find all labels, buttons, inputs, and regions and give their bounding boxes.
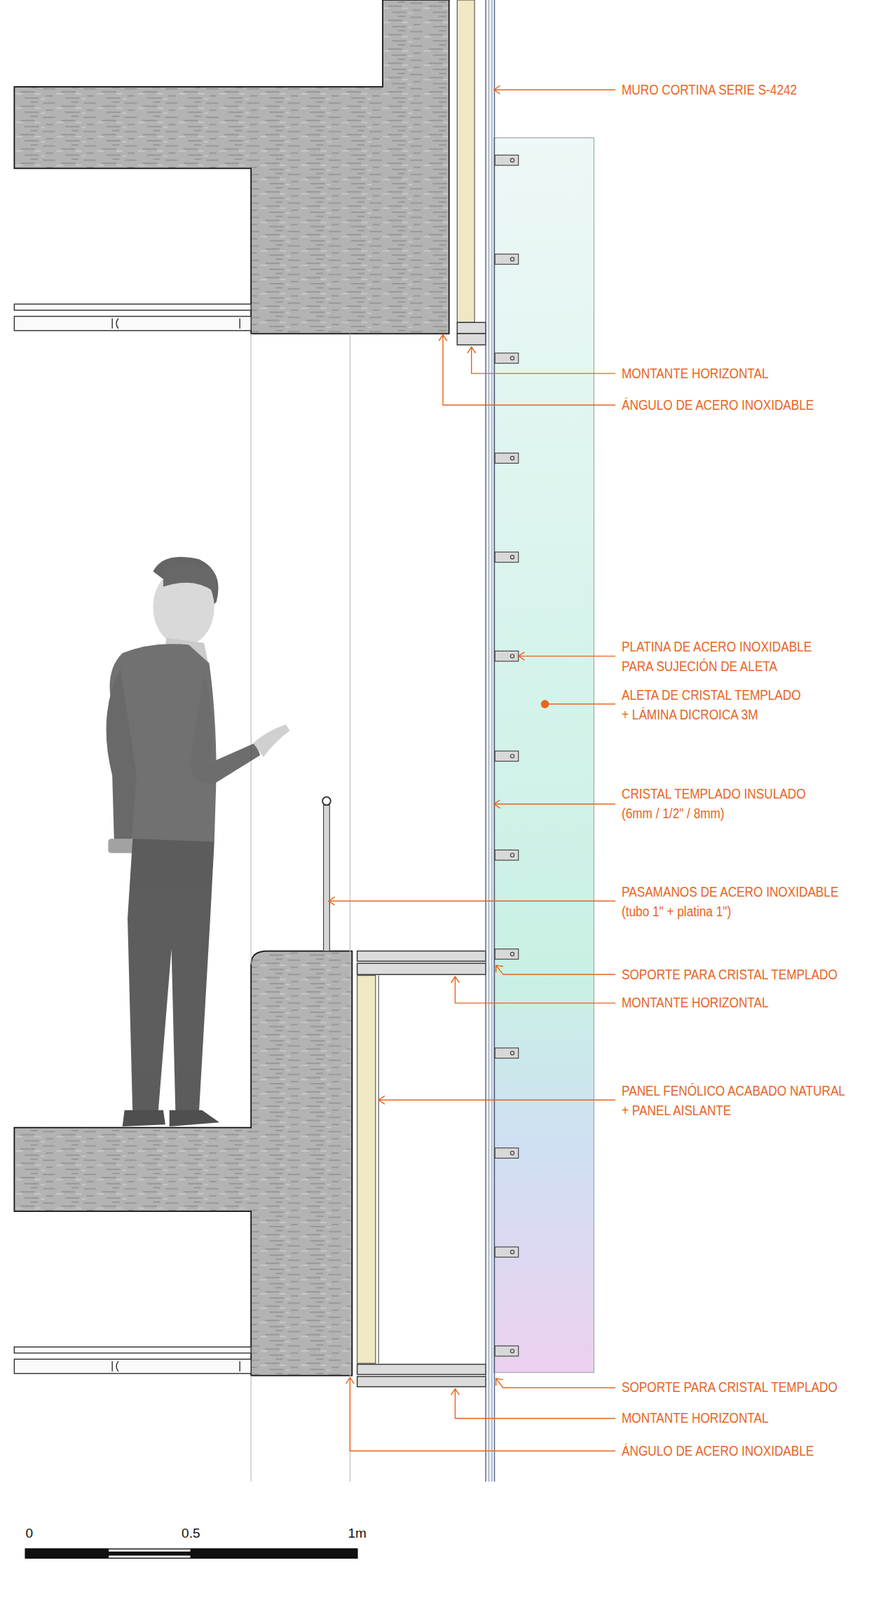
concrete-slab xyxy=(14,0,449,334)
callout-label: MONTANTE HORIZONTAL xyxy=(621,993,769,1013)
callout-label: MONTANTE HORIZONTAL xyxy=(621,1408,769,1429)
horizontal-mullion xyxy=(357,322,486,1388)
callout-label: ÁNGULO DE ACERO INOXIDABLE xyxy=(621,395,814,415)
callout-label: SOPORTE PARA CRISTAL TEMPLADO xyxy=(621,965,838,985)
handrail xyxy=(322,797,331,952)
callout-label: CRISTAL TEMPLADO INSULADO (6mm / 1/2" / … xyxy=(621,784,808,824)
scale-number: 0 xyxy=(25,1525,33,1543)
phenolic-panel xyxy=(357,976,376,1365)
callout-label: PANEL FENÓLICO ACABADO NATURAL + PANEL A… xyxy=(621,1081,847,1121)
guide-line xyxy=(250,333,350,1483)
phenolic-panel xyxy=(378,976,380,1365)
glass-fin xyxy=(494,138,595,1374)
callout-label: SOPORTE PARA CRISTAL TEMPLADO xyxy=(621,1377,838,1398)
callout-label: ALETA DE CRISTAL TEMPLADO + LÁMINA DICRO… xyxy=(621,685,803,725)
person-figure xyxy=(106,557,291,1127)
callout-label: MONTANTE HORIZONTAL xyxy=(621,363,769,384)
steel-plate xyxy=(494,154,518,1357)
callout-label: MURO CORTINA SERIE S-4242 xyxy=(621,79,797,100)
scale-number: 1m xyxy=(347,1525,366,1543)
scale-number: 0.5 xyxy=(181,1525,200,1543)
curtain-wall xyxy=(485,0,495,1483)
leader-dot xyxy=(541,700,550,709)
callout-label: PLATINA DE ACERO INOXIDABLE PARA SUJECIÓ… xyxy=(621,637,813,677)
callout-label: PASAMANOS DE ACERO INOXIDABLE (tubo 1" +… xyxy=(621,882,840,922)
scale-bar xyxy=(25,1549,357,1559)
ceiling xyxy=(14,304,251,1375)
insulation-panel xyxy=(456,0,475,323)
callout-label: ÁNGULO DE ACERO INOXIDABLE xyxy=(621,1441,814,1462)
leader-line xyxy=(328,85,616,1452)
